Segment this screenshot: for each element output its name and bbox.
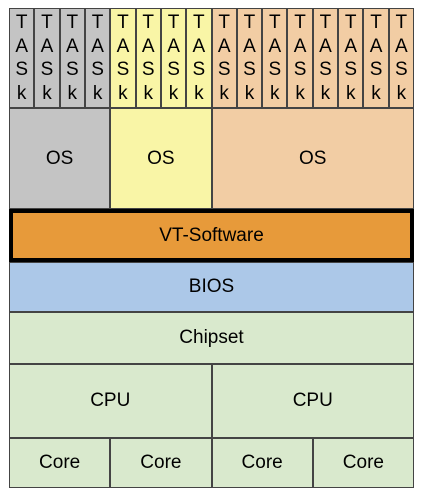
task-letter: k <box>295 82 305 104</box>
task-letter: A <box>141 35 155 57</box>
os-box-1: OS <box>9 108 111 209</box>
task-letter: k <box>345 82 356 104</box>
task-letter: k <box>42 82 52 104</box>
task-letter: A <box>167 35 180 57</box>
core-box-3: Core <box>211 438 313 488</box>
task-letter: T <box>41 12 53 34</box>
task-letter: T <box>193 12 205 34</box>
task-letter: A <box>40 35 54 57</box>
task-letter: S <box>293 59 307 81</box>
core-box-2: Core <box>110 438 212 488</box>
os-box-2: OS <box>110 108 212 209</box>
task-letter: k <box>396 82 407 104</box>
task-letter: T <box>319 12 332 34</box>
task-letter: S <box>91 59 104 81</box>
task-letter: A <box>65 35 79 57</box>
task-letter: k <box>92 82 103 104</box>
task-letter: k <box>371 82 381 104</box>
task-letter: A <box>217 35 231 57</box>
task-letter: T <box>15 12 28 34</box>
cpu-box-2: CPU <box>211 364 414 438</box>
bios-layer: BIOS <box>9 262 414 312</box>
vt-software-layer: VT-Software <box>9 209 414 262</box>
task-letter: k <box>194 82 204 104</box>
task-letter: S <box>141 59 155 81</box>
task-letter: S <box>395 59 408 81</box>
task-letter: A <box>369 35 383 57</box>
task-letter: k <box>320 82 331 104</box>
task-letter: T <box>268 12 281 34</box>
task-letter: k <box>67 82 78 104</box>
task-letter: S <box>217 59 231 81</box>
os-box-3: OS <box>211 108 414 209</box>
task-letter: A <box>15 35 28 57</box>
task-letter: A <box>116 35 130 57</box>
task-letter: T <box>344 12 357 34</box>
task-letter: A <box>268 35 282 57</box>
task-letter: k <box>168 82 179 104</box>
task-letter: S <box>268 59 282 81</box>
task-letter: T <box>91 12 104 34</box>
task-letter: A <box>293 35 307 57</box>
task-letter: T <box>218 12 230 34</box>
task-letter: S <box>15 59 28 81</box>
task-letter: S <box>192 59 206 81</box>
task-letter: T <box>167 12 180 34</box>
task-letter: T <box>395 12 408 34</box>
task-letter: A <box>319 35 332 57</box>
core-box-4: Core <box>312 438 414 488</box>
task-letter: A <box>91 35 104 57</box>
task-letter: T <box>117 12 129 34</box>
task-letter: k <box>270 82 280 104</box>
task-letter: A <box>192 35 206 57</box>
task-letter: S <box>243 59 256 81</box>
task-letter: T <box>243 12 256 34</box>
cpu-box-1: CPU <box>9 364 212 438</box>
task-letter: S <box>40 59 54 81</box>
task-letter: k <box>244 82 255 104</box>
task-letter: S <box>65 59 79 81</box>
task-letter: S <box>167 59 180 81</box>
task-letter: k <box>118 82 128 104</box>
task-letter: T <box>294 12 306 34</box>
task-letter: A <box>243 35 256 57</box>
task-letter: T <box>370 12 382 34</box>
task-letter: A <box>395 35 408 57</box>
chipset-layer: Chipset <box>9 312 414 364</box>
task-letter: T <box>142 12 155 34</box>
task-letter: k <box>143 82 153 104</box>
task-letter: S <box>369 59 383 81</box>
task-letter: k <box>219 82 229 104</box>
task-letter: A <box>344 35 358 57</box>
task-letter: S <box>319 59 332 81</box>
task-letter: S <box>116 59 130 81</box>
core-box-1: Core <box>9 438 111 488</box>
task-letter: T <box>66 12 79 34</box>
task-letter: k <box>16 82 27 104</box>
task-letter: S <box>344 59 358 81</box>
